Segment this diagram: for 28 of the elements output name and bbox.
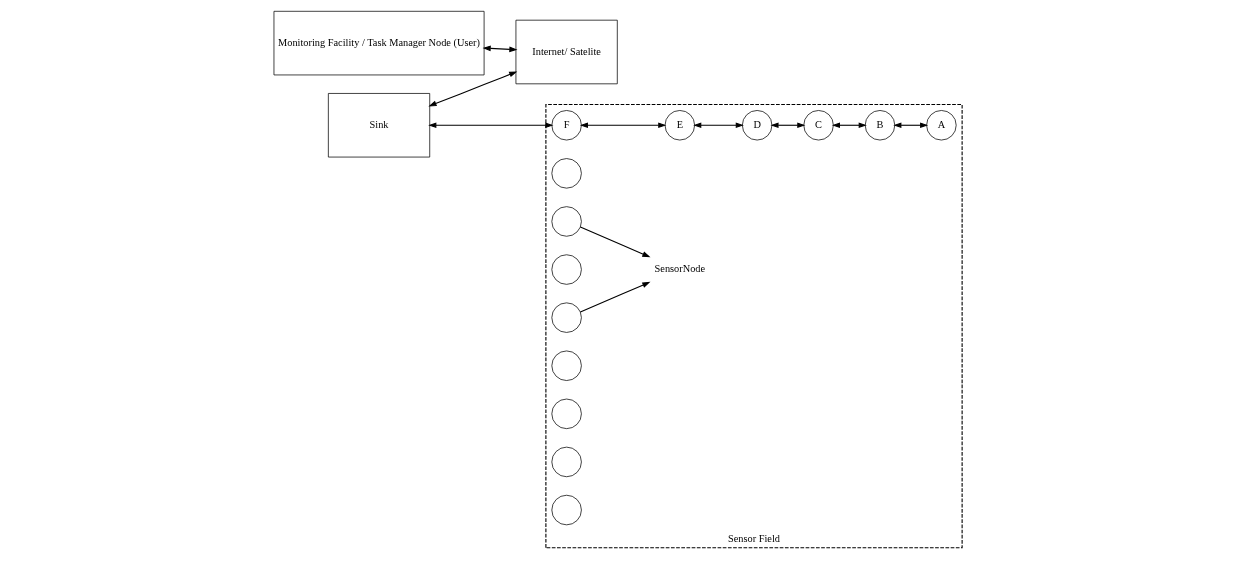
node-circle: [550, 158, 582, 189]
arrow: [769, 122, 805, 129]
node-circle: A: [925, 110, 957, 141]
arrow: [579, 281, 650, 313]
node-circle: [550, 446, 582, 478]
arrow: [482, 45, 517, 53]
arrow: [831, 122, 867, 129]
node-text: SensorNode: [654, 263, 705, 275]
arrow: [427, 71, 517, 107]
arrow: [892, 122, 928, 129]
node-circle: [550, 302, 582, 333]
node-circle: F: [550, 110, 582, 141]
node-circle: E: [664, 110, 695, 141]
node-circle: [550, 398, 582, 429]
node-circle: [550, 254, 582, 285]
node-circle: B: [864, 110, 895, 141]
arrow: [579, 122, 666, 129]
arrow: [579, 226, 650, 258]
node-box: Internet/ Satelite: [515, 19, 618, 85]
arrow: [692, 122, 744, 129]
node-circle: [550, 206, 582, 237]
node-box: Sink: [327, 93, 430, 158]
node-box: Monitoring Facility / Task Manager Node (User): [273, 10, 484, 76]
node-circle: D: [741, 110, 772, 141]
node-circle: [550, 494, 582, 526]
arrow: [427, 122, 553, 129]
node-circle: C: [802, 110, 834, 141]
node-circle: [550, 350, 582, 381]
